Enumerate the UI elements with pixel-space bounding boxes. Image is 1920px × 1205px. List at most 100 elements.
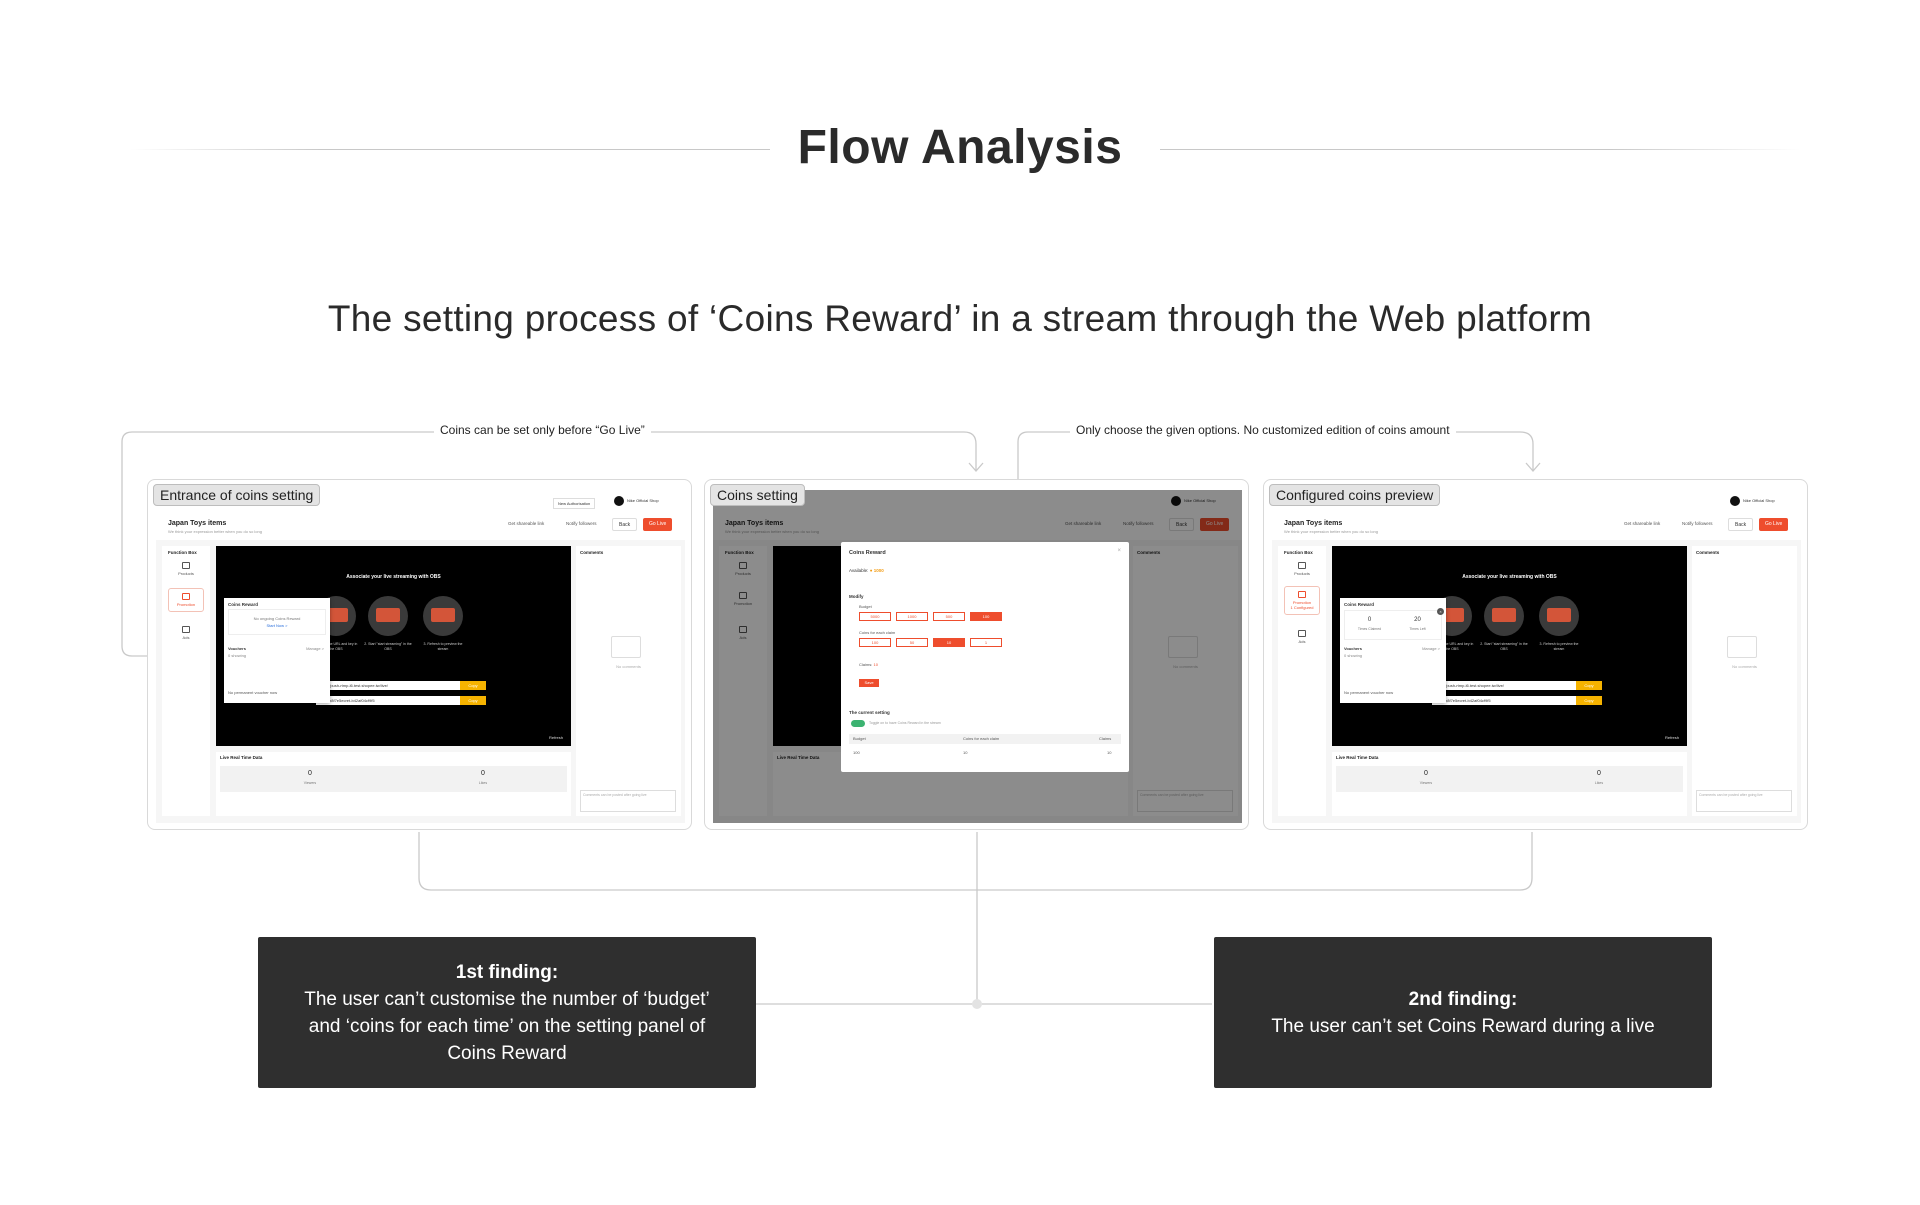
coins-option-1[interactable]: 1: [970, 638, 1002, 647]
shop-avatar: [1730, 496, 1740, 506]
realtime-data: Live Real Time Data 0 Viewers 0 Likes: [1332, 752, 1687, 816]
vouchers-heading: Vouchers: [228, 646, 246, 651]
likes-value: 0: [1597, 770, 1601, 777]
app-mock: Nike Official Shop Japan Toys items We t…: [713, 490, 1242, 823]
session-subtitle: We think your expression better when you…: [168, 529, 262, 534]
go-live-button[interactable]: Go Live: [1200, 518, 1230, 531]
budget-option-1000[interactable]: 1000: [896, 612, 928, 621]
function-box: Function Box Products Promotion Ads: [719, 546, 767, 816]
times-left-label: Times Left: [1409, 627, 1426, 631]
coins-option-50[interactable]: 50: [896, 638, 928, 647]
notify-followers[interactable]: Notify followers: [1123, 521, 1154, 526]
coins-option-100[interactable]: 100: [859, 638, 891, 647]
url-value: rtmp://push-rtmp-l6.test.shopee.tw/live/: [319, 683, 388, 688]
finding-2-heading: 2nd finding:: [1408, 988, 1518, 1010]
url-field[interactable]: rtmp://push-rtmp-l6.test.shopee.tw/live/…: [1432, 681, 1602, 690]
fb-products[interactable]: Products: [725, 562, 761, 576]
shareable-link[interactable]: Get shareable link: [1624, 521, 1661, 526]
fb-promotion-label: Promotion: [733, 601, 753, 606]
start-now-link[interactable]: Start Now >: [266, 623, 288, 628]
comments-panel: Comments No comments Comments can be pos…: [576, 546, 681, 816]
no-ongoing-text: No ongoing Coins Reward: [253, 616, 301, 621]
claims-display: Claims: 10: [859, 662, 878, 667]
screenshot-coins-setting: Coins setting Nike Official Shop Japan T…: [704, 479, 1249, 830]
realtime-title: Live Real Time Data: [777, 755, 820, 760]
shop-avatar: [1171, 496, 1181, 506]
copy-url-button[interactable]: Copy: [460, 681, 486, 690]
empty-comments-icon: [611, 636, 641, 658]
copy-key-button[interactable]: Copy: [1576, 696, 1602, 705]
fb-ads[interactable]: Ads: [1284, 630, 1320, 644]
fb-ads[interactable]: Ads: [168, 626, 204, 640]
refresh-link[interactable]: Refresh: [1664, 735, 1679, 740]
comment-input[interactable]: Comments can be posted after going live: [580, 790, 676, 812]
coins-reward-heading: Coins Reward: [1344, 602, 1375, 607]
back-button[interactable]: Back: [612, 518, 638, 531]
promotion-popover: Coins Reward × 0 Times Claimed 20 Times …: [1340, 598, 1446, 703]
likes-label: Likes: [1594, 781, 1604, 785]
budget-option-100[interactable]: 100: [970, 612, 1002, 621]
go-live-button[interactable]: Go Live: [1759, 518, 1789, 531]
shop-selector[interactable]: Nike Official Shop: [614, 496, 659, 506]
back-button[interactable]: Back: [1169, 518, 1195, 531]
arrowhead-screen-3: [1525, 462, 1541, 472]
vouchers-manage-link[interactable]: Manage >: [1422, 646, 1440, 651]
screenshot-label: Entrance of coins setting: [153, 484, 321, 506]
connector-bottom-bracket: [418, 832, 1533, 891]
notify-followers[interactable]: Notify followers: [566, 521, 597, 526]
shareable-link[interactable]: Get shareable link: [508, 521, 545, 526]
copy-url-button[interactable]: Copy: [1576, 681, 1602, 690]
empty-comments-icon: [1727, 636, 1757, 658]
comment-input[interactable]: Comments can be posted after going live: [1696, 790, 1792, 812]
shareable-link[interactable]: Get shareable link: [1065, 521, 1102, 526]
close-icon[interactable]: ×: [1437, 608, 1444, 615]
back-button[interactable]: Back: [1728, 518, 1754, 531]
budget-option-5000[interactable]: 5000: [859, 612, 891, 621]
coins-option-10[interactable]: 10: [933, 638, 965, 647]
close-icon[interactable]: ×: [1117, 548, 1121, 554]
likes-label: Likes: [478, 781, 488, 785]
coins-reward-modal: Coins Reward × Available: ● 1000 Modify …: [841, 542, 1129, 772]
tag-icon: [1298, 591, 1306, 598]
comment-input[interactable]: Comments can be posted after going live: [1137, 790, 1233, 812]
shop-selector[interactable]: Nike Official Shop: [1730, 496, 1775, 506]
new-auth-button[interactable]: New Authorisation: [553, 498, 596, 509]
coins-stats: × 0 Times Claimed 20 Times Left: [1344, 608, 1444, 640]
coins-toggle[interactable]: [851, 720, 865, 727]
vouchers-manage-link[interactable]: Manage >: [306, 646, 324, 651]
step-text-3: 3. Refresh to preview the stream: [423, 642, 463, 651]
realtime-data: Live Real Time Data 0 Viewers 0 Likes: [216, 752, 571, 816]
go-live-button[interactable]: Go Live: [643, 518, 673, 531]
finding-1-heading: 1st finding:: [455, 961, 559, 983]
page-title: Flow Analysis: [797, 121, 1123, 174]
app-mock: Nike Official Shop Japan Toys items We t…: [1272, 490, 1801, 823]
fb-ads-label: Ads: [1298, 639, 1306, 644]
budget-option-500[interactable]: 500: [933, 612, 965, 621]
save-button[interactable]: Save: [859, 679, 879, 687]
available-value: 1000: [873, 568, 884, 573]
fb-ads[interactable]: Ads: [725, 626, 761, 640]
shop-selector[interactable]: Nike Official Shop: [1171, 496, 1216, 506]
col-claims: Claims: [1099, 736, 1112, 741]
connector-junction: [972, 999, 982, 1009]
comments-title: Comments: [1137, 550, 1161, 555]
fb-promotion[interactable]: Promotion: [725, 592, 761, 606]
empty-comments-icon: [1168, 636, 1198, 658]
col-budget: Budget: [853, 736, 866, 741]
function-box-title: Function Box: [168, 550, 197, 555]
claims-value: 10: [873, 662, 878, 667]
step-text-3: 3. Refresh to preview the stream: [1539, 642, 1579, 651]
fb-promotion[interactable]: Promotion: [168, 588, 204, 612]
fb-products[interactable]: Products: [168, 562, 204, 576]
url-field[interactable]: rtmp://push-rtmp-l6.test.shopee.tw/live/…: [316, 681, 486, 690]
function-box: Function Box Products Promotion Ads: [162, 546, 210, 816]
notify-followers[interactable]: Notify followers: [1682, 521, 1713, 526]
copy-key-button[interactable]: Copy: [460, 696, 486, 705]
vouchers-heading: Vouchers: [1344, 646, 1362, 651]
realtime-box: 0 Viewers 0 Likes: [220, 766, 567, 792]
fb-products[interactable]: Products: [1284, 562, 1320, 576]
refresh-link[interactable]: Refresh: [548, 735, 563, 740]
